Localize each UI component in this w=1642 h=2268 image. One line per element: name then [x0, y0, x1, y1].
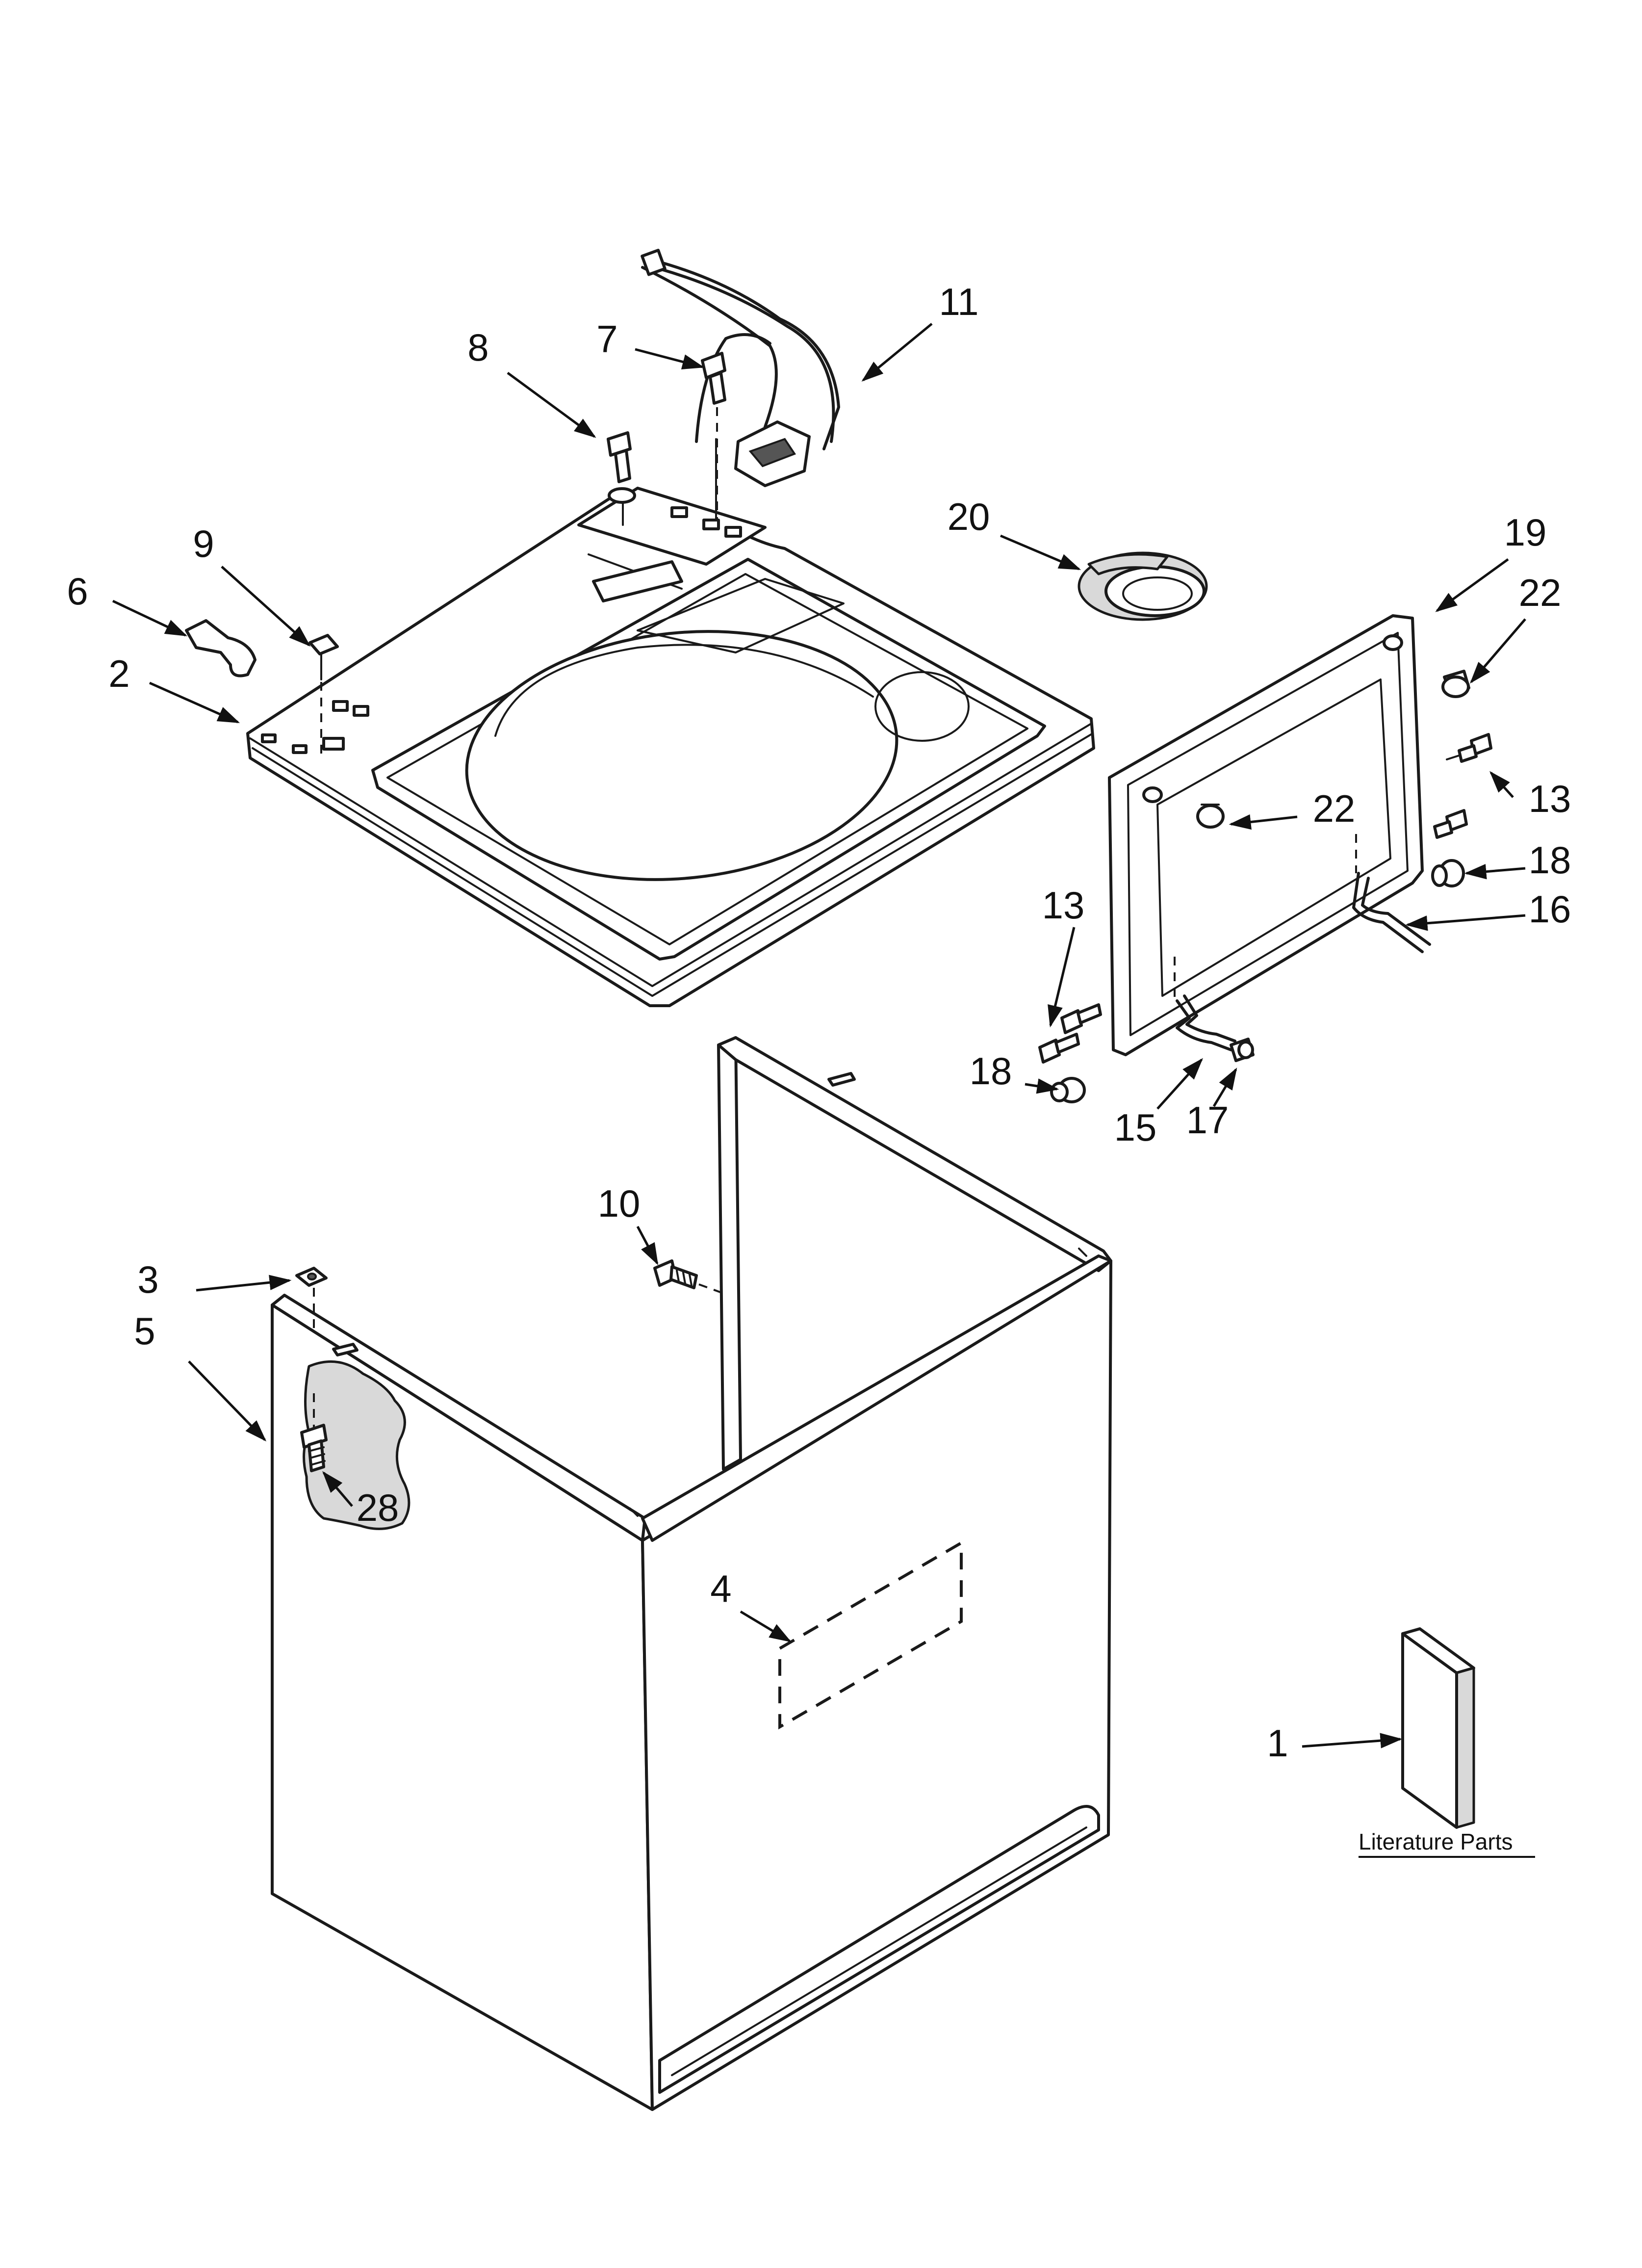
callout-label-c17: 17	[1186, 1098, 1229, 1142]
callout-c17: 17	[1186, 1068, 1237, 1142]
wire-harness-part	[641, 249, 840, 521]
leader-arrow-c1	[1302, 1733, 1403, 1748]
callout-label-c28: 28	[357, 1486, 399, 1529]
callout-c3: 3	[137, 1258, 292, 1301]
callout-c10: 10	[598, 1182, 659, 1265]
screw-13-lower-left-part	[1060, 1003, 1102, 1034]
callout-c11: 11	[861, 280, 979, 382]
screw-10-part	[653, 1259, 726, 1295]
leader-arrow-c6	[112, 600, 188, 637]
leader-arrow-c20	[1000, 534, 1081, 571]
callout-label-c15: 15	[1114, 1106, 1157, 1149]
callout-c4: 4	[710, 1567, 792, 1642]
callout-c22b: 22	[1229, 787, 1356, 830]
callout-c1: 1	[1267, 1721, 1403, 1765]
callout-label-c3: 3	[137, 1258, 158, 1301]
hinge-bushing-18a-part	[1431, 859, 1465, 887]
callout-c13b: 13	[1042, 884, 1085, 1028]
callout-c8: 8	[467, 326, 596, 438]
callout-label-c13a: 13	[1529, 777, 1571, 820]
callout-label-c11: 11	[939, 280, 979, 323]
callout-label-c4: 4	[710, 1567, 731, 1610]
screw-7-part	[701, 352, 726, 520]
lint-filter-part	[1078, 551, 1208, 621]
callout-label-c8: 8	[467, 326, 488, 369]
callout-label-c7: 7	[596, 317, 617, 361]
callout-label-c6: 6	[67, 570, 88, 613]
callout-label-c20: 20	[948, 495, 990, 538]
leader-arrow-c13a	[1489, 771, 1514, 798]
callout-label-c10: 10	[598, 1182, 641, 1225]
leader-arrow-c5	[188, 1360, 267, 1442]
leader-arrow-c8	[507, 371, 596, 438]
callout-c2: 2	[108, 652, 240, 724]
callout-c9: 9	[193, 522, 311, 647]
leader-arrow-c16	[1405, 914, 1526, 931]
clip-9-part	[308, 634, 339, 756]
leader-arrow-c13b	[1048, 927, 1076, 1028]
screw-13-upper-part	[1446, 733, 1492, 763]
bumper-22a-part	[1441, 670, 1470, 698]
leader-arrow-c22a	[1470, 618, 1526, 684]
leader-arrow-c2	[149, 681, 240, 724]
callout-label-c9: 9	[193, 522, 214, 565]
callout-c20: 20	[948, 495, 1081, 571]
callout-c18a: 18	[1464, 838, 1571, 882]
clip-3-part	[295, 1267, 328, 1334]
cabinet-part	[271, 1036, 1112, 2111]
callout-label-c1: 1	[1267, 1721, 1288, 1765]
callout-c15: 15	[1114, 1058, 1204, 1149]
screw-13-lower-right-part	[1038, 1033, 1080, 1064]
callout-label-c22a: 22	[1519, 571, 1562, 614]
screw-13-middle-part	[1433, 809, 1468, 839]
callout-c5: 5	[134, 1309, 267, 1442]
lid-part	[1108, 614, 1431, 1056]
callout-label-c18a: 18	[1529, 838, 1571, 882]
screw-8-part	[607, 431, 636, 526]
leader-arrow-c18b	[1025, 1078, 1059, 1094]
top-cover-part	[246, 487, 1095, 1007]
screw-28-part	[300, 1424, 328, 1472]
callout-c18b: 18	[970, 1049, 1059, 1094]
callout-label-c22b: 22	[1313, 787, 1356, 830]
callout-label-c13b: 13	[1042, 884, 1085, 927]
leader-arrow-c9	[221, 566, 311, 647]
callout-label-c5: 5	[134, 1309, 155, 1353]
callout-layer: 11 7 8 20 19 22 9 62 13 22 18 16 13 18 15 17 10 3 5 28 4 1	[67, 280, 1571, 1765]
clip-6-part	[185, 619, 257, 678]
callout-c22a: 22	[1470, 571, 1562, 684]
leader-arrow-c7	[635, 348, 705, 369]
bumper-22b-part	[1196, 804, 1225, 829]
literature-parts-book	[1401, 1627, 1475, 1829]
leader-arrow-c19	[1435, 558, 1509, 612]
leader-arrow-c22b	[1229, 814, 1298, 830]
leader-arrow-c28	[322, 1471, 353, 1507]
leader-arrow-c17	[1212, 1068, 1237, 1107]
literature-parts-label: Literature Parts	[1359, 1829, 1513, 1854]
callout-label-c18b: 18	[970, 1049, 1012, 1093]
callout-label-c19: 19	[1504, 511, 1547, 554]
callout-label-c2: 2	[108, 652, 129, 695]
callout-c7: 7	[596, 317, 705, 369]
callout-c28: 28	[322, 1471, 399, 1529]
hinge-clip-17-part	[1230, 1038, 1255, 1062]
callout-c6: 6	[67, 570, 188, 637]
leader-arrow-c15	[1156, 1058, 1204, 1110]
callout-c19: 19	[1435, 511, 1547, 612]
leader-arrow-c3	[196, 1275, 292, 1292]
leader-arrow-c18a	[1464, 863, 1526, 880]
callout-c13a: 13	[1489, 771, 1571, 820]
leader-arrow-c4	[740, 1610, 792, 1642]
callout-label-c16: 16	[1529, 887, 1571, 931]
leader-arrow-c11	[861, 323, 933, 382]
leader-arrow-c10	[636, 1225, 659, 1265]
callout-c16: 16	[1405, 887, 1571, 931]
